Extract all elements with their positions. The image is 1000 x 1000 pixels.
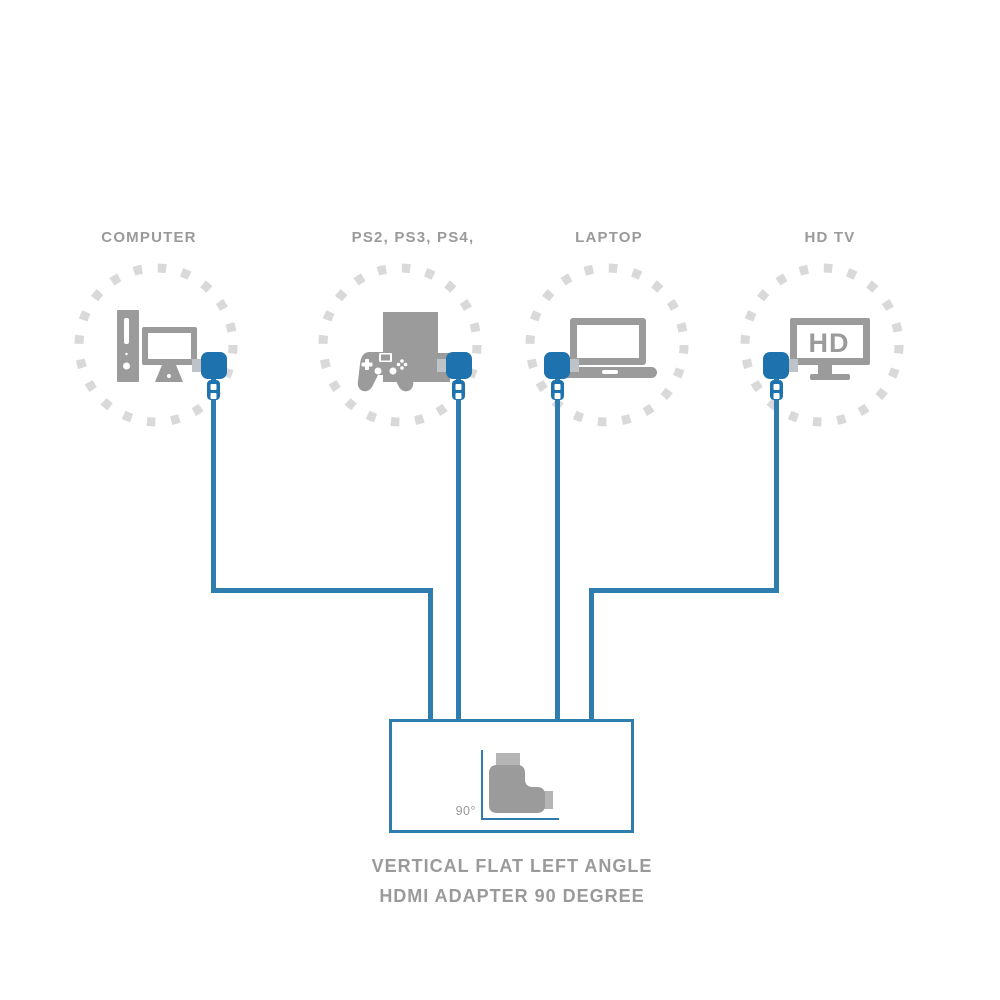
hdmi-connector-icon (437, 352, 472, 400)
hd-tv-icon: HD (790, 318, 870, 380)
hd-tv-dashed-circle (740, 263, 904, 427)
laptop-icon (563, 318, 657, 378)
angle-degree-label: 90° (455, 804, 476, 818)
computer-cable-vertical (211, 374, 216, 593)
hd-tv-cable-horizontal (589, 588, 779, 593)
consoles-dashed-circle (318, 263, 482, 427)
hd-tv-cable-vertical (774, 374, 779, 593)
computer-label: COMPUTER (101, 229, 197, 246)
computer-dashed-circle (74, 263, 238, 427)
adapter-box: 90° (389, 719, 634, 833)
product-caption: VERTICAL FLAT LEFT ANGLE HDMI ADAPTER 90… (312, 851, 712, 911)
hd-tv-label: HD TV (804, 229, 856, 246)
caption-line-2: HDMI ADAPTER 90 DEGREE (379, 886, 645, 906)
consoles-cable-vertical (456, 374, 461, 722)
laptop-label: LAPTOP (575, 229, 643, 246)
angle-horizontal-line (481, 818, 559, 820)
caption-line-1: VERTICAL FLAT LEFT ANGLE (371, 856, 653, 876)
hd-tv-cable-drop (589, 588, 594, 722)
laptop-dashed-circle (525, 263, 689, 427)
computer-cable-horizontal (211, 588, 433, 593)
consoles-label: PS2, PS3, PS4, (351, 229, 475, 246)
hdmi-connector-icon (544, 352, 579, 400)
hd-badge-text: HD (809, 328, 850, 358)
laptop-cable-vertical (555, 374, 560, 722)
hdmi-connector-icon (763, 352, 798, 400)
hdmi-connector-icon (192, 352, 227, 400)
computer-cable-drop (428, 588, 433, 722)
desktop-computer-icon (117, 310, 197, 382)
angle-vertical-line (481, 750, 483, 820)
hdmi-right-angle-adapter-icon (489, 753, 553, 813)
